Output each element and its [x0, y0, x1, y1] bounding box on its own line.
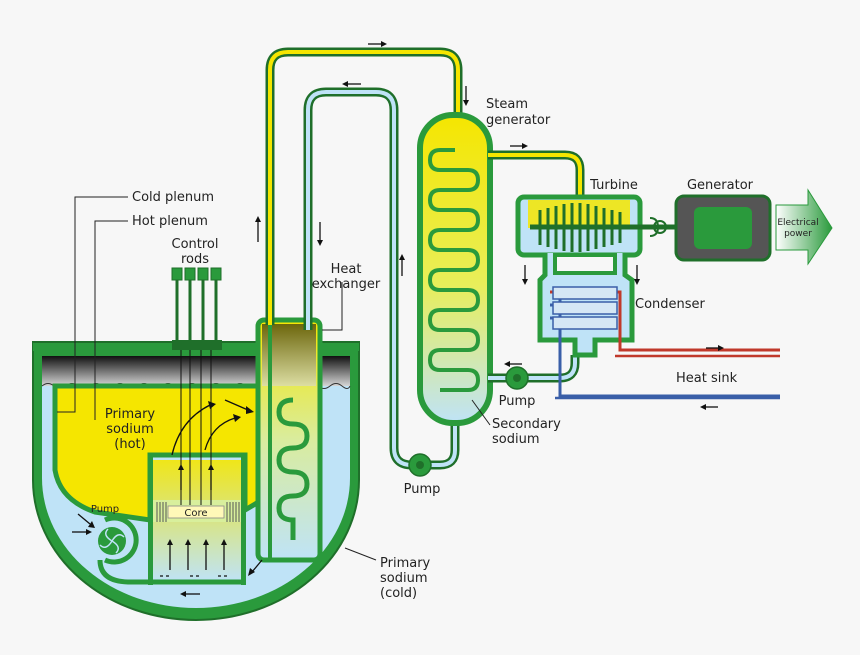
primary-cold-label-1: Primary [380, 556, 431, 571]
feedwater-pump: Pump [499, 366, 536, 409]
reactor-core: Core [97, 455, 246, 585]
electrical-power-label-2: power [784, 229, 812, 239]
primary-hot-label-2: sodium [106, 422, 154, 437]
callout-lines [57, 196, 491, 561]
electrical-power-arrow: Electrical power [775, 188, 833, 266]
feedwater-pump-label: Pump [499, 394, 536, 409]
secondary-pump-label: Pump [404, 482, 441, 497]
steam-generator [417, 112, 493, 426]
primary-hot-label-3: (hot) [114, 437, 145, 452]
control-rods-label-1: Control [172, 237, 219, 252]
heat-sink-label: Heat sink [676, 371, 738, 386]
primary-cold-label-3: (cold) [380, 586, 417, 601]
control-rods-label-2: rods [181, 252, 209, 267]
primary-hot-label-1: Primary [105, 407, 156, 422]
steam-generator-label-1: Steam [486, 97, 528, 112]
turbine [515, 194, 690, 258]
secondary-loop-pipes [265, 47, 463, 470]
reactor-pump-label: Pump [91, 504, 119, 515]
text-labels: Cold plenum Hot plenum Control rods Heat… [105, 97, 754, 601]
primary-cold-label-2: sodium [380, 571, 428, 586]
condenser-label: Condenser [635, 297, 706, 312]
secondary-sodium-label-2: sodium [492, 432, 540, 447]
condenser [550, 286, 780, 400]
core-label: Core [184, 508, 207, 519]
secondary-sodium-label-1: Secondary [492, 417, 561, 432]
heat-exchanger-label-2: exchanger [312, 277, 381, 292]
generator [653, 194, 772, 262]
electrical-power-label-1: Electrical [777, 218, 818, 228]
cold-plenum-label: Cold plenum [132, 190, 214, 205]
flow-arrows [72, 41, 724, 597]
reactor-pump: Pump [91, 504, 139, 565]
turbine-label: Turbine [589, 178, 638, 193]
steam-pipe [488, 150, 585, 195]
heat-exchanger-label-1: Heat [331, 262, 362, 277]
secondary-pump: Pump [404, 453, 441, 497]
intermediate-heat-exchanger [255, 317, 323, 563]
generator-label: Generator [687, 178, 754, 193]
steam-generator-label-2: generator [486, 113, 551, 128]
feedwater-pipe [488, 355, 580, 383]
hot-plenum-label: Hot plenum [132, 214, 208, 229]
